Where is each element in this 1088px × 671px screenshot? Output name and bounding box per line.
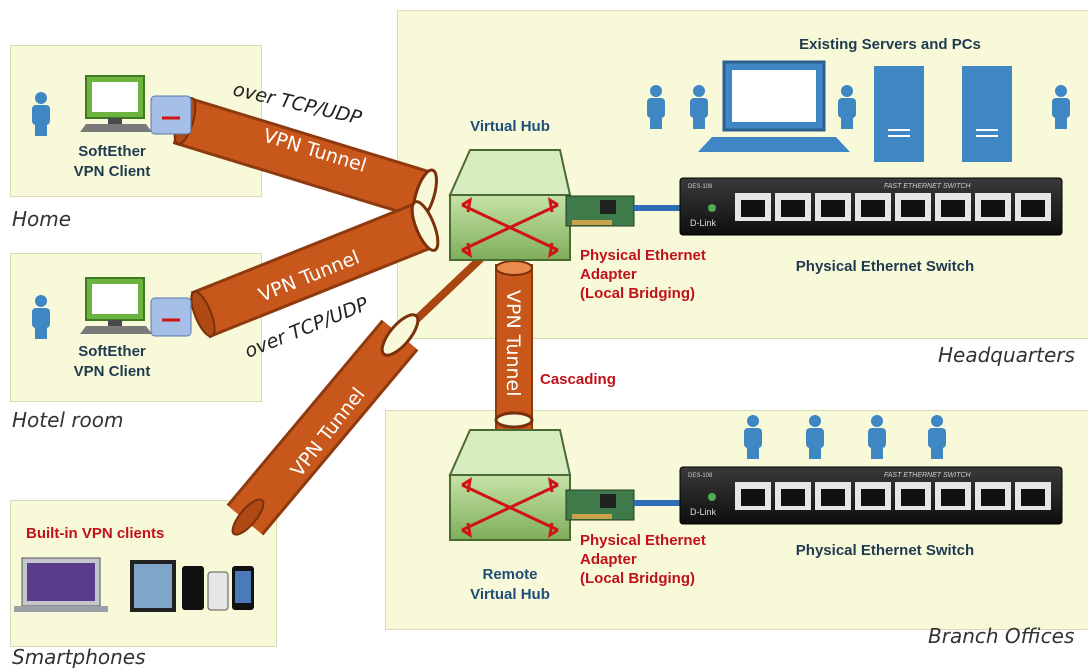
person-icon: [838, 85, 856, 129]
person-icon: [1052, 85, 1070, 129]
laptop-device-icon: [14, 557, 108, 612]
cascade-tunnel-label: VPN Tunnel: [502, 290, 524, 397]
server-icon: [874, 66, 924, 162]
person-icon: [928, 415, 946, 459]
server-icon: [962, 66, 1012, 162]
hotel-room-label: Hotel room: [12, 408, 124, 432]
hq-adapter-label: Physical Ethernet Adapter (Local Bridgin…: [580, 247, 706, 302]
smartphones-label: Smartphones: [12, 645, 146, 669]
hq-switch-title: FAST ETHERNET SWITCH: [884, 183, 972, 190]
hq-ethernet-adapter-icon: [565, 195, 690, 227]
hq-switch-model: DES-108: [688, 184, 713, 190]
hotel-client-label: SoftEther VPN Client: [73, 343, 151, 380]
branch-adapter-label: Physical Ethernet Adapter (Local Bridgin…: [580, 532, 706, 587]
person-icon: [806, 415, 824, 459]
home-pc-icon: [80, 75, 192, 135]
servers-label: Existing Servers and PCs: [799, 36, 981, 53]
branch-switch-label: Physical Ethernet Switch: [795, 542, 975, 559]
branch-switch-model: DES-108: [688, 473, 713, 479]
hq-switch-brand: D-Link: [690, 218, 717, 228]
headquarters-label: Headquarters: [938, 343, 1075, 367]
branch-ethernet-switch-icon: D-Link FAST ETHERNET SWITCH DES-108: [679, 466, 1063, 525]
person-icon: [868, 415, 886, 459]
person-icon: [690, 85, 708, 129]
person-icon: [647, 85, 665, 129]
hq-ethernet-switch-icon: D-Link FAST ETHERNET SWITCH DES-108: [679, 177, 1063, 236]
hotel-pc-icon: [80, 277, 192, 337]
hotel-tunnel: [190, 200, 440, 339]
remote-virtual-hub-label: Remote Virtual Hub: [470, 566, 550, 603]
person-icon: [32, 92, 50, 136]
remote-virtual-hub-icon: [448, 429, 572, 541]
home-client-label: SoftEther VPN Client: [73, 143, 151, 180]
branch-switch-brand: D-Link: [690, 507, 717, 517]
builtin-clients-label: Built-in VPN clients: [26, 525, 165, 542]
cascading-label: Cascading: [540, 371, 616, 388]
virtual-hub-icon: [448, 149, 572, 261]
hq-switch-label: Physical Ethernet Switch: [795, 258, 975, 275]
tablet-icon: [130, 560, 176, 612]
virtual-hub-label: Virtual Hub: [470, 118, 550, 135]
person-icon: [744, 415, 762, 459]
phone-tunnel: [226, 242, 498, 536]
branch-offices-label: Branch Offices: [928, 624, 1075, 648]
phone-icon: [182, 566, 254, 611]
branch-ethernet-adapter-icon: [565, 489, 690, 521]
branch-switch-title: FAST ETHERNET SWITCH: [884, 472, 972, 479]
laptop-icon: [698, 60, 850, 152]
cascade-tunnel: [494, 260, 534, 436]
home-label: Home: [12, 207, 72, 231]
person-icon: [32, 295, 50, 339]
